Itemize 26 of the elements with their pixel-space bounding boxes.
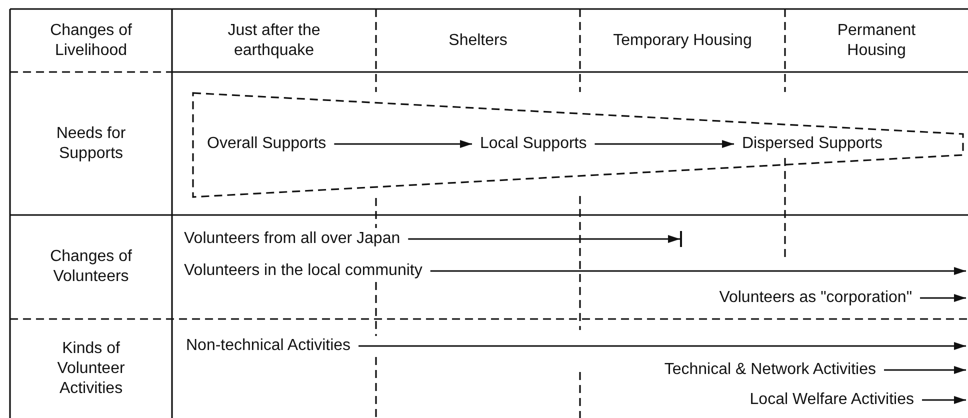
activity-text: Volunteers in the local community — [184, 261, 422, 281]
arrow — [884, 366, 966, 374]
activity-text: Volunteers as "corporation" — [719, 288, 912, 308]
row-heading: Changes of Livelihood — [49, 20, 133, 60]
row-heading: Kinds of Volunteer Activities — [56, 338, 126, 398]
arrow — [430, 267, 966, 275]
arrow — [408, 230, 682, 248]
activity-text: Non-technical Activities — [186, 336, 351, 356]
arrow — [594, 140, 734, 148]
dashed-wedge — [192, 92, 964, 198]
row-heading: Needs for Supports — [55, 124, 127, 164]
activity-text: Local Welfare Activities — [750, 390, 914, 410]
support-phase-text: Overall Supports — [207, 134, 326, 154]
column-heading: Shelters — [448, 30, 508, 50]
row-heading: Changes of Volunteers — [49, 247, 133, 287]
activity-text: Technical & Network Activities — [664, 360, 876, 380]
arrow — [334, 140, 472, 148]
arrow — [922, 396, 966, 404]
column-heading: Just after the earthquake — [226, 20, 322, 60]
arrow — [358, 342, 966, 350]
support-phase-text: Dispersed Supports — [742, 134, 883, 154]
activity-text: Volunteers from all over Japan — [184, 229, 400, 249]
support-phase-text: Local Supports — [480, 134, 587, 154]
column-heading: Permanent Housing — [836, 20, 917, 60]
column-heading: Temporary Housing — [613, 30, 752, 50]
arrow — [920, 294, 966, 302]
